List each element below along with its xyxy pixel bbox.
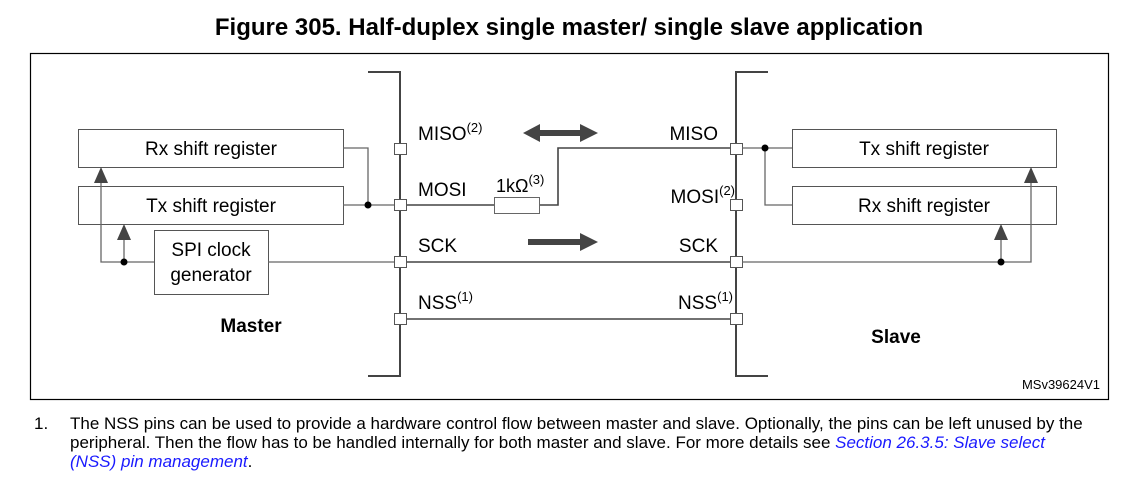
slave-tx-register bbox=[792, 129, 1057, 168]
resistor bbox=[494, 197, 540, 214]
slave-pins bbox=[730, 143, 743, 325]
bidirectional-arrow-icon bbox=[523, 124, 598, 142]
master-tx-register-label: Tx shift register bbox=[146, 196, 277, 217]
slave-rx-register bbox=[792, 186, 1057, 225]
junction-dot bbox=[120, 258, 128, 266]
clock-label-line1: SPI clock bbox=[171, 240, 251, 261]
master-nss-label: NSS(1) bbox=[418, 289, 473, 314]
figure-title: Figure 305. Half-duplex single master/ s… bbox=[214, 14, 924, 41]
footnote-1: 1. The NSS pins can be used to provide a… bbox=[34, 414, 1084, 471]
resistor-label: 1kΩ(3) bbox=[496, 172, 544, 196]
slave-pin-bus bbox=[735, 71, 768, 377]
master-rx-register bbox=[78, 129, 344, 168]
slave-label: Slave bbox=[871, 327, 921, 348]
master-rx-register-label: Rx shift register bbox=[145, 139, 278, 160]
footnote-number: 1. bbox=[34, 414, 49, 433]
master-tx-register bbox=[78, 186, 344, 225]
slave-sck-label: SCK bbox=[679, 236, 718, 257]
junction-dot bbox=[364, 201, 372, 209]
bus-wiring bbox=[405, 147, 731, 320]
figure-id: MSv39624V1 bbox=[1022, 377, 1100, 392]
master-pin-bus bbox=[368, 71, 401, 377]
arrow-up-icon bbox=[1024, 167, 1038, 183]
master-pins bbox=[394, 143, 407, 325]
slave-nss-label: NSS(1) bbox=[678, 289, 733, 314]
slave-miso-label: MISO bbox=[669, 124, 718, 145]
master-label: Master bbox=[220, 316, 282, 337]
junction-dot bbox=[761, 144, 769, 152]
arrow-up-icon bbox=[94, 167, 108, 183]
master-sck-label: SCK bbox=[418, 236, 457, 257]
junction-dot bbox=[997, 258, 1005, 266]
slave-tx-register-label: Tx shift register bbox=[859, 139, 990, 160]
arrow-up-icon bbox=[117, 224, 131, 240]
diagram-frame bbox=[29, 52, 1110, 401]
footnote-end: . bbox=[247, 452, 253, 471]
right-arrow-icon bbox=[528, 233, 598, 251]
slave-mosi-label: MOSI(2) bbox=[671, 183, 735, 208]
spi-clock-generator bbox=[154, 230, 269, 295]
clock-label-line2: generator bbox=[170, 265, 252, 286]
slave-rx-register-label: Rx shift register bbox=[858, 196, 991, 217]
section-link[interactable]: Section 26.3.5: Slave select (NSS) pin m… bbox=[70, 433, 1045, 471]
arrow-up-icon bbox=[994, 224, 1008, 240]
footnote-text: The NSS pins can be used to provide a ha… bbox=[70, 414, 1083, 452]
master-miso-label: MISO(2) bbox=[418, 120, 482, 145]
master-mosi-label: MOSI bbox=[418, 180, 467, 201]
